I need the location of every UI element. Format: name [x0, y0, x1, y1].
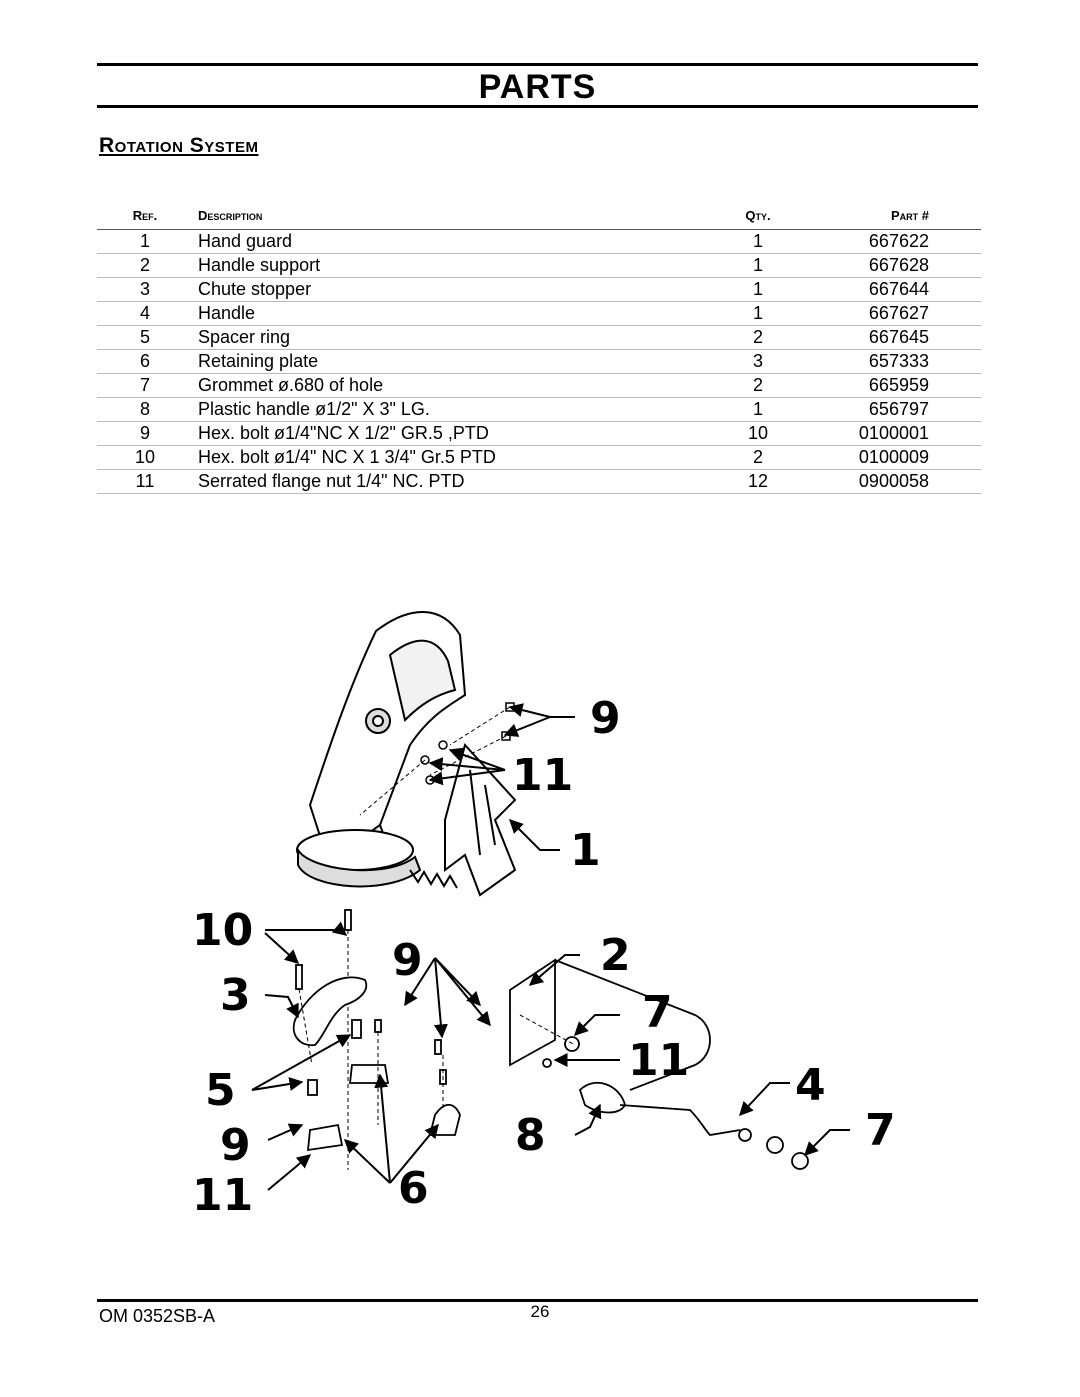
- callout-6: 6: [398, 1163, 429, 1214]
- title-underline-rule: [97, 105, 978, 108]
- cell-qty: 1: [698, 277, 818, 302]
- cell-ref: 3: [97, 277, 198, 302]
- cell-ref: 1: [97, 229, 198, 254]
- table-row: 9 Hex. bolt ø1/4"NC X 1/2" GR.5 ,PTD 10 …: [97, 421, 981, 446]
- cell-part: 0100009: [818, 445, 981, 470]
- cell-qty: 1: [698, 397, 818, 422]
- cell-part: 667645: [818, 325, 981, 350]
- table-row: 11 Serrated flange nut 1/4" NC. PTD 12 0…: [97, 469, 981, 494]
- cell-description: Hand guard: [198, 229, 698, 254]
- parts-table: Ref. Description Qty. Part # 1 Hand guar…: [97, 208, 981, 494]
- callout-1: 1: [570, 825, 601, 876]
- header-description: Description: [198, 208, 698, 230]
- callout-7: 7: [865, 1105, 896, 1156]
- cell-part: 656797: [818, 397, 981, 422]
- callout-11: 11: [512, 750, 573, 801]
- cell-ref: 8: [97, 397, 198, 422]
- section-title: Rotation System: [99, 134, 259, 157]
- document-number: OM 0352SB-A: [99, 1306, 216, 1326]
- cell-ref: 4: [97, 301, 198, 326]
- table-row: 2 Handle support 1 667628: [97, 253, 981, 278]
- cell-qty: 3: [698, 349, 818, 374]
- table-row: 3 Chute stopper 1 667644: [97, 277, 981, 302]
- cell-description: Grommet ø.680 of hole: [198, 373, 698, 398]
- callout-11: 11: [628, 1035, 689, 1086]
- cell-ref: 5: [97, 325, 198, 350]
- cell-description: Handle support: [198, 253, 698, 278]
- table-row: 8 Plastic handle ø1/2" X 3" LG. 1 656797: [97, 397, 981, 422]
- cell-description: Spacer ring: [198, 325, 698, 350]
- callout-3: 3: [220, 970, 251, 1021]
- table-row: 1 Hand guard 1 667622: [97, 229, 981, 254]
- cell-qty: 10: [698, 421, 818, 446]
- callout-4: 4: [795, 1060, 826, 1111]
- lower-hardware-illustration: [292, 909, 809, 1170]
- rotation-system-exploded-diagram: 9 11 1 10 3 9 2 7 11 5 4 8 7 9 11 6: [192, 611, 896, 1215]
- callout-9: 9: [220, 1120, 251, 1171]
- cell-qty: 2: [698, 325, 818, 350]
- lower-dashed-lines: [298, 988, 576, 1125]
- table-row: 5 Spacer ring 2 667645: [97, 325, 981, 350]
- cell-description: Retaining plate: [198, 349, 698, 374]
- cell-description: Handle: [198, 301, 698, 326]
- callout-labels: 9 11 1 10 3 9 2 7 11 5 4 8 7 9 11 6: [192, 693, 896, 1215]
- cell-qty: 12: [698, 469, 818, 494]
- cell-qty: 2: [698, 445, 818, 470]
- header-qty: Qty.: [698, 208, 818, 230]
- page-number: 26: [530, 1302, 550, 1321]
- callout-5: 5: [205, 1065, 236, 1116]
- cell-qty: 2: [698, 373, 818, 398]
- header-ref: Ref.: [97, 208, 198, 230]
- callout-7: 7: [642, 987, 673, 1038]
- table-row: 6 Retaining plate 3 657333: [97, 349, 981, 374]
- cell-part: 667627: [818, 301, 981, 326]
- cell-part: 667644: [818, 277, 981, 302]
- cell-ref: 7: [97, 373, 198, 398]
- cell-part: 665959: [818, 373, 981, 398]
- cell-ref: 6: [97, 349, 198, 374]
- table-row: 4 Handle 1 667627: [97, 301, 981, 326]
- cell-description: Hex. bolt ø1/4"NC X 1/2" GR.5 ,PTD: [198, 421, 698, 446]
- callout-2: 2: [600, 930, 631, 981]
- cell-part: 0100001: [818, 421, 981, 446]
- callout-11: 11: [192, 1170, 253, 1215]
- callout-9: 9: [392, 935, 423, 986]
- cell-ref: 9: [97, 421, 198, 446]
- table-row: 10 Hex. bolt ø1/4" NC X 1 3/4" Gr.5 PTD …: [97, 445, 981, 470]
- table-row: 7 Grommet ø.680 of hole 2 665959: [97, 373, 981, 398]
- footer-rule: [97, 1299, 978, 1302]
- callout-9: 9: [590, 693, 621, 744]
- callout-10: 10: [192, 905, 253, 956]
- cell-part: 667622: [818, 229, 981, 254]
- cell-qty: 1: [698, 229, 818, 254]
- cell-qty: 1: [698, 253, 818, 278]
- cell-ref: 2: [97, 253, 198, 278]
- cell-description: Hex. bolt ø1/4" NC X 1 3/4" Gr.5 PTD: [198, 445, 698, 470]
- callout-8: 8: [515, 1110, 546, 1161]
- cell-part: 0900058: [818, 469, 981, 494]
- cell-description: Chute stopper: [198, 277, 698, 302]
- cell-part: 657333: [818, 349, 981, 374]
- chute-illustration: [296, 611, 517, 897]
- cell-ref: 10: [97, 445, 198, 470]
- cell-ref: 11: [97, 469, 198, 494]
- cell-description: Plastic handle ø1/2" X 3" LG.: [198, 397, 698, 422]
- cell-description: Serrated flange nut 1/4" NC. PTD: [198, 469, 698, 494]
- callout-leaders: [251, 703, 850, 1191]
- page-title: PARTS: [478, 68, 597, 106]
- table-header-row: Ref. Description Qty. Part #: [97, 208, 981, 230]
- cell-qty: 1: [698, 301, 818, 326]
- cell-part: 667628: [818, 253, 981, 278]
- header-part: Part #: [818, 208, 981, 230]
- top-rule: [97, 63, 978, 66]
